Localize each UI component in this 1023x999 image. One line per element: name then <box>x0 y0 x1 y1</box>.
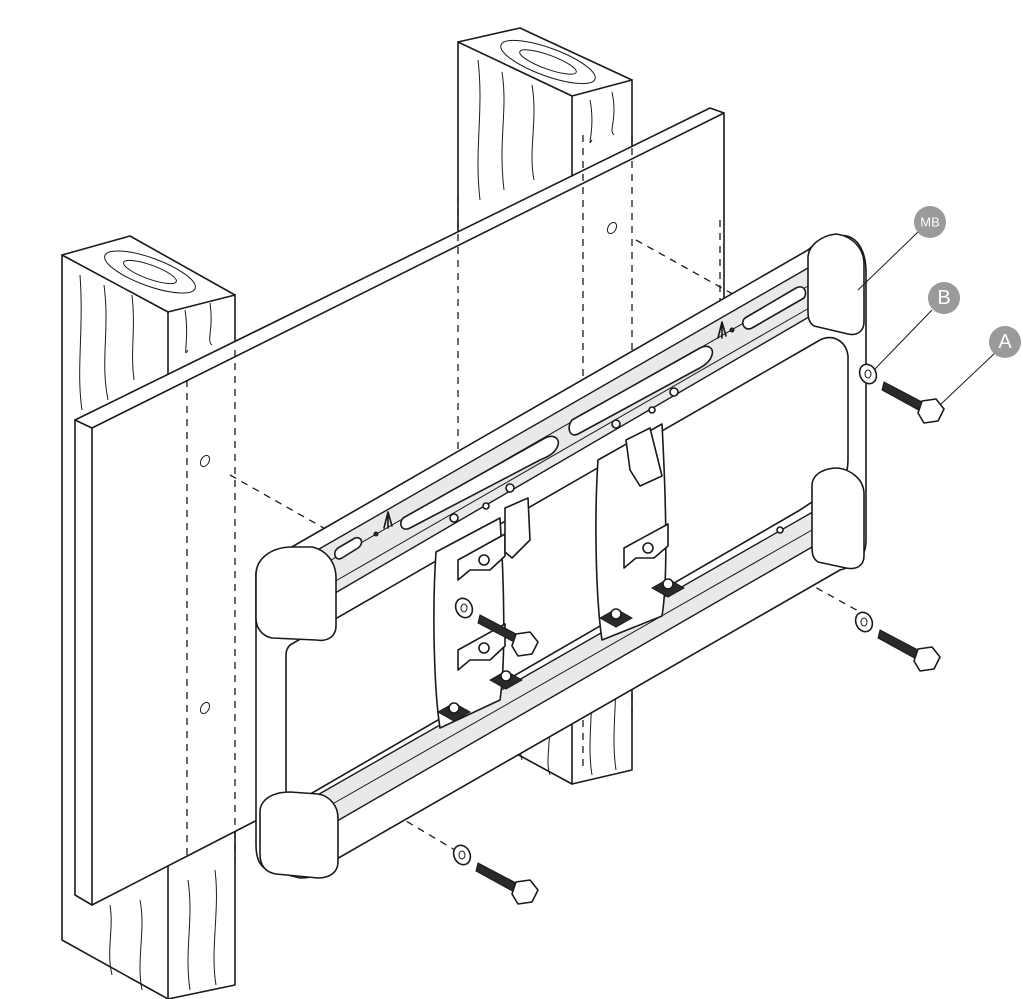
bolt-upper-left <box>454 597 539 657</box>
nut-pads <box>436 578 686 722</box>
callout-leaders <box>857 231 997 406</box>
bolt-lower-left <box>452 844 539 905</box>
bolt-upper-right <box>858 363 945 424</box>
mounting-bracket <box>255 233 867 879</box>
svg-text:B: B <box>937 287 950 309</box>
pilot-holes <box>199 221 618 715</box>
label-a: A <box>989 326 1021 358</box>
label-mb: MB <box>914 206 946 238</box>
bolt-lower-right <box>854 611 941 672</box>
svg-text:A: A <box>998 331 1012 353</box>
label-b: B <box>928 282 960 314</box>
svg-text:MB: MB <box>920 215 940 230</box>
